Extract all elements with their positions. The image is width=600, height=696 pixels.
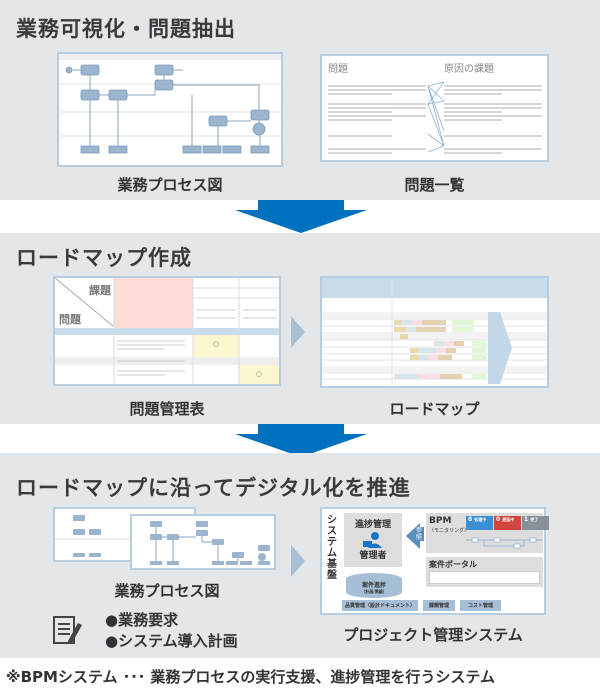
progress-title: 進捗管理	[354, 520, 391, 530]
section-title: 業務可視化・問題抽出	[16, 17, 236, 41]
bpm-panel: BPM （モニタリング） 8 処理中 0 遅延中 1 完了	[426, 513, 549, 553]
case-portal-panel: 案件ポータル	[426, 557, 543, 587]
down-arrow-icon	[235, 200, 367, 233]
process-diagram-front	[130, 514, 276, 570]
platform-label: システム基盤	[327, 515, 337, 581]
issue-table-grid	[55, 278, 279, 384]
manager-label: 管理者	[359, 551, 387, 561]
match-mark: ○	[256, 370, 263, 378]
bpm-title: BPM	[429, 516, 452, 526]
reference-label: 参照	[416, 527, 424, 541]
document-edit-icon	[53, 616, 82, 644]
issue-management-button[interactable]: 課題管理	[423, 600, 456, 611]
bpm-flow-mini	[466, 537, 542, 549]
status-tile-processing[interactable]: 8 処理中	[466, 516, 493, 530]
problem-list-label: 問題一覧	[404, 176, 465, 194]
status-tile-delayed[interactable]: 0 遅延中	[494, 516, 521, 530]
bpm-subtitle: （モニタリング）	[429, 528, 470, 534]
chevron-right-icon	[291, 316, 305, 348]
match-mark: ○	[213, 340, 220, 348]
roadmap-gantt	[322, 278, 547, 386]
section-title: ロードマップに沿ってデジタル化を推進	[16, 476, 411, 500]
problem-list-card: 問題 原因の課題	[320, 54, 549, 162]
chevron-right-icon	[291, 545, 305, 577]
case-progress-db: 案件進捗（計画/実績）	[346, 573, 402, 598]
quality-management-button[interactable]: 品質管理（設計ドキュメント）	[342, 600, 419, 611]
case-portal-title: 案件ポータル	[429, 560, 477, 569]
cause-heading: 原因の課題	[444, 64, 494, 75]
down-arrow-icon	[235, 424, 367, 457]
project-system-card: システム基盤 進捗管理 管理者 参照 BPM （モニタリング） 8 処理中 0 …	[320, 507, 549, 615]
project-system-label: プロジェクト管理システム	[343, 626, 523, 644]
problem-heading: 問題	[328, 64, 348, 75]
cost-management-button[interactable]: コスト管理	[460, 600, 502, 611]
problem-list-lines	[328, 81, 542, 154]
manager-user-icon	[363, 532, 382, 548]
bullet-business-requirements: ●業務要求	[105, 611, 179, 629]
process-diagram-label: 業務プロセス図	[114, 582, 220, 600]
progress-panel: 進捗管理 管理者	[344, 513, 402, 567]
bullet-system-plan: ●システム導入計画	[105, 632, 238, 650]
process-diagram-label: 業務プロセス図	[117, 176, 223, 194]
roadmap-label: ロードマップ	[389, 400, 480, 418]
problem-header: 問題	[59, 313, 81, 326]
footnote: ※BPMシステム ･･･ 業務プロセスの実行支援、進捗管理を行うシステム	[6, 668, 495, 686]
process-diagram-card	[57, 52, 283, 167]
roadmap-card	[320, 276, 549, 388]
process-diagram	[59, 54, 281, 154]
status-tile-done[interactable]: 1 完了	[522, 516, 549, 530]
section-title: ロードマップ作成	[16, 246, 192, 270]
issue-table-label: 問題管理表	[129, 400, 205, 418]
issue-table-card: 課題 問題 ○ ○	[53, 276, 281, 386]
issue-header: 課題	[89, 284, 111, 297]
